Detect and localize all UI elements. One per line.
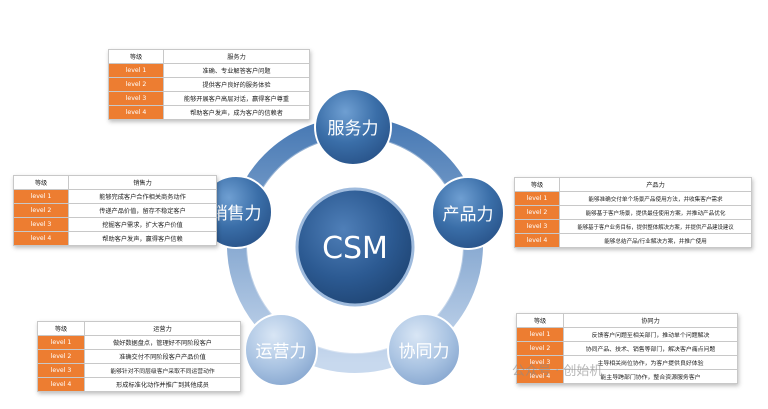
- table-header-level: 等级: [13, 175, 69, 190]
- node-ops: [244, 313, 318, 387]
- node-collab: [387, 313, 461, 387]
- watermark: 公众号 · 创始机: [512, 364, 603, 379]
- table-header-title: 服务力: [163, 49, 310, 64]
- node-collab-label: 协同力: [399, 342, 450, 362]
- table-header-title: 销售力: [68, 175, 217, 190]
- table-header-title: 产品力: [559, 177, 752, 192]
- table-header-level: 等级: [108, 49, 164, 64]
- node-ops-label: 运营力: [256, 342, 307, 362]
- node-sales-label: 销售力: [211, 204, 262, 224]
- table-header-level: 等级: [514, 177, 560, 192]
- node-service-label: 服务力: [328, 119, 379, 139]
- center-circle: [295, 187, 415, 307]
- node-product: [431, 176, 505, 250]
- table-header-title: 运营力: [84, 321, 241, 336]
- table-header-level: 等级: [37, 321, 85, 336]
- table-header-title: 协同力: [563, 313, 738, 328]
- table-header-level: 等级: [516, 313, 564, 328]
- node-product-label: 产品力: [443, 205, 494, 225]
- center-label: CSM: [322, 231, 388, 266]
- node-service: [314, 88, 392, 166]
